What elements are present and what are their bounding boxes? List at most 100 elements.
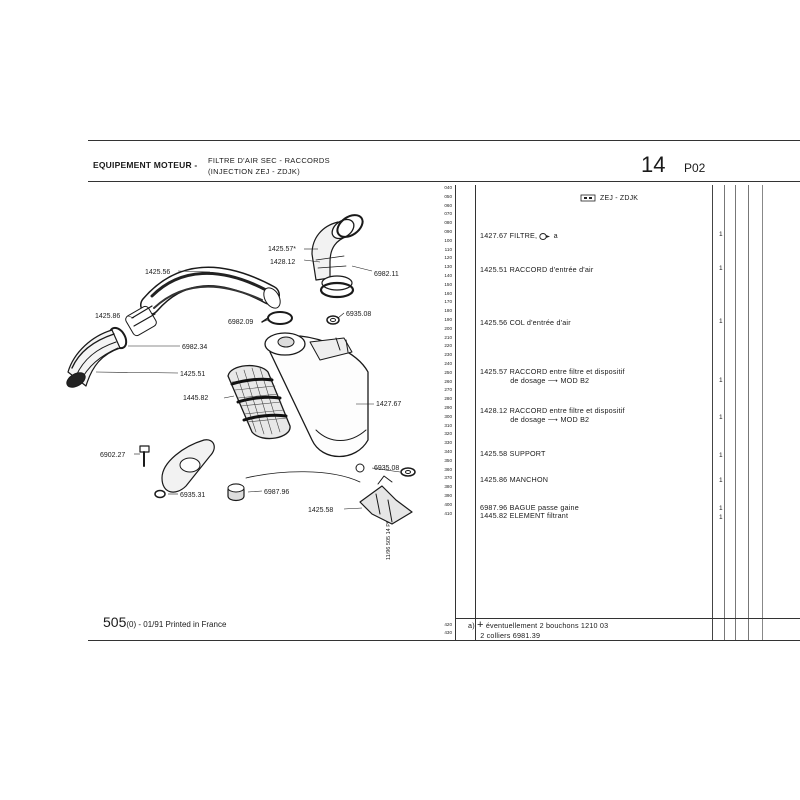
engine-block-icon	[580, 194, 596, 202]
part-desc: FILTRE,	[509, 231, 538, 240]
part-qty: 1	[719, 265, 723, 272]
clamp-6982-09	[261, 311, 293, 325]
line-number: 390	[444, 493, 452, 498]
exploded-parts-diagram: 1425.57* 1428.12 6982.11 1425.56 1425.86…	[66, 214, 416, 525]
part-row: 1425.57 RACCORD entre filtre et disposit…	[480, 367, 625, 385]
sleeve-1425-86	[125, 305, 157, 337]
column-rule-qty4	[762, 185, 763, 640]
catalog-edition: (0) - 01/91 Printed in France	[126, 620, 227, 629]
footnote-rule	[455, 618, 800, 619]
part-qty: 1	[719, 452, 723, 459]
column-rule-qty1	[724, 185, 725, 640]
page-code: P02	[684, 161, 706, 175]
line-number: 090	[444, 229, 452, 234]
page-title-line1: FILTRE D'AIR SEC - RACCORDS	[208, 156, 330, 165]
line-number: 290	[444, 405, 452, 410]
part-desc: RACCORD entre filtre et dispositif	[509, 367, 625, 376]
part-qty: 1	[719, 477, 723, 484]
part-qty: 1	[719, 318, 723, 325]
part-qty: 1	[719, 414, 723, 421]
column-rule-left	[455, 185, 456, 640]
line-number: 350	[444, 457, 452, 463]
callout-1428-12: 1428.12	[270, 259, 295, 266]
line-number: 370	[444, 475, 452, 481]
part-desc: BAGUE passe gaine	[509, 503, 579, 512]
part-row: 1425.51 RACCORD d'entrée d'air	[480, 265, 593, 274]
column-rule-qty3	[748, 185, 749, 640]
callout-1425-51: 1425.51	[180, 371, 205, 378]
footer-rule	[88, 640, 800, 641]
washer-6935-31	[154, 489, 166, 499]
callout-6982-09: 6982.09	[228, 319, 253, 326]
support-bracket	[359, 475, 413, 525]
catalog-number: 505	[103, 614, 127, 630]
assembly-arrow	[245, 471, 361, 483]
catalog-footer: 505(0) - 01/91 Printed in France	[103, 614, 226, 630]
line-number: 320	[444, 431, 452, 437]
callout-1425-58: 1425.58	[308, 507, 333, 514]
line-number: 170	[444, 299, 452, 305]
line-number: 360	[444, 466, 452, 472]
part-variant: MOD B2	[560, 415, 590, 424]
footnote-mark: a)	[468, 621, 475, 630]
part-ref: 1425.86	[480, 475, 508, 484]
line-number: 130	[444, 264, 452, 270]
part-ref: 1425.57	[480, 367, 508, 376]
part-ref: 1445.82	[480, 511, 508, 520]
part-ref: 1428.12	[480, 406, 508, 415]
line-number: 210	[444, 334, 452, 340]
line-number: 240	[444, 361, 452, 366]
line-number: 310	[444, 422, 452, 428]
callout-1425-86: 1425.86	[95, 313, 120, 320]
line-number: 400	[444, 501, 452, 507]
line-number: 410	[444, 510, 452, 516]
section-title: EQUIPEMENT MOTEUR -	[93, 160, 198, 170]
line-number: 220	[444, 343, 452, 349]
part-row: 1425.86 MANCHON	[480, 475, 548, 484]
callout-1425-57: 1425.57*	[268, 246, 296, 253]
callout-6982-34: 6982.34	[182, 344, 207, 351]
line-number: 200	[444, 325, 452, 331]
air-inlet-duct	[66, 329, 121, 388]
part-ref: 1425.51	[480, 265, 508, 274]
line-number: 070	[444, 211, 452, 217]
footnote-line2: 2 colliers 6981.39	[480, 631, 541, 640]
column-rule-mid	[475, 185, 476, 640]
callout-6982-11: 6982.11	[374, 271, 399, 278]
line-number: 100	[444, 237, 452, 243]
grommet-6987-96	[227, 483, 245, 502]
hose-clamp-icon	[539, 232, 551, 240]
group-number: 14	[641, 152, 666, 177]
arrow-icon: ⟶	[547, 415, 559, 424]
line-number: 050	[444, 193, 452, 199]
washer-bottom	[400, 467, 416, 477]
footer-line-number: 420	[444, 622, 452, 627]
callout-1427-67: 1427.67	[376, 401, 401, 408]
part-row: 1427.67 FILTRE, a	[480, 231, 558, 240]
footnote: a) + éventuellement 2 bouchons 1210 03 2…	[468, 620, 608, 641]
arrow-icon: ⟶	[547, 376, 559, 385]
callout-1445-82: 1445.82	[183, 395, 208, 402]
line-number: 280	[444, 396, 452, 402]
part-desc: RACCORD d'entrée d'air	[509, 265, 594, 274]
column-rule-qty2	[735, 185, 736, 640]
callout-6935-08-top: 6935.08	[346, 311, 371, 318]
part-ref: 1425.56	[480, 318, 508, 327]
part-qty: 1	[719, 514, 723, 521]
line-number: 380	[444, 484, 452, 490]
line-number: 060	[444, 202, 452, 208]
engine-type-label: ZEJ - ZDJK	[600, 194, 639, 202]
inlet-flange	[161, 439, 215, 493]
line-number: 300	[444, 413, 452, 419]
part-desc: MANCHON	[509, 475, 549, 484]
line-number: 230	[444, 352, 452, 358]
part-qty: 1	[719, 231, 723, 238]
engine-type-header: ZEJ - ZDJK	[580, 194, 638, 202]
line-number: 110	[444, 246, 452, 252]
part-qty: 1	[719, 377, 723, 384]
part-ref: 1427.67	[480, 231, 508, 240]
filter-element	[227, 365, 291, 440]
part-row: 1425.58 SUPPORT	[480, 449, 546, 458]
callout-1425-56: 1425.56	[145, 269, 170, 276]
callout-6935-31: 6935.31	[180, 492, 205, 499]
